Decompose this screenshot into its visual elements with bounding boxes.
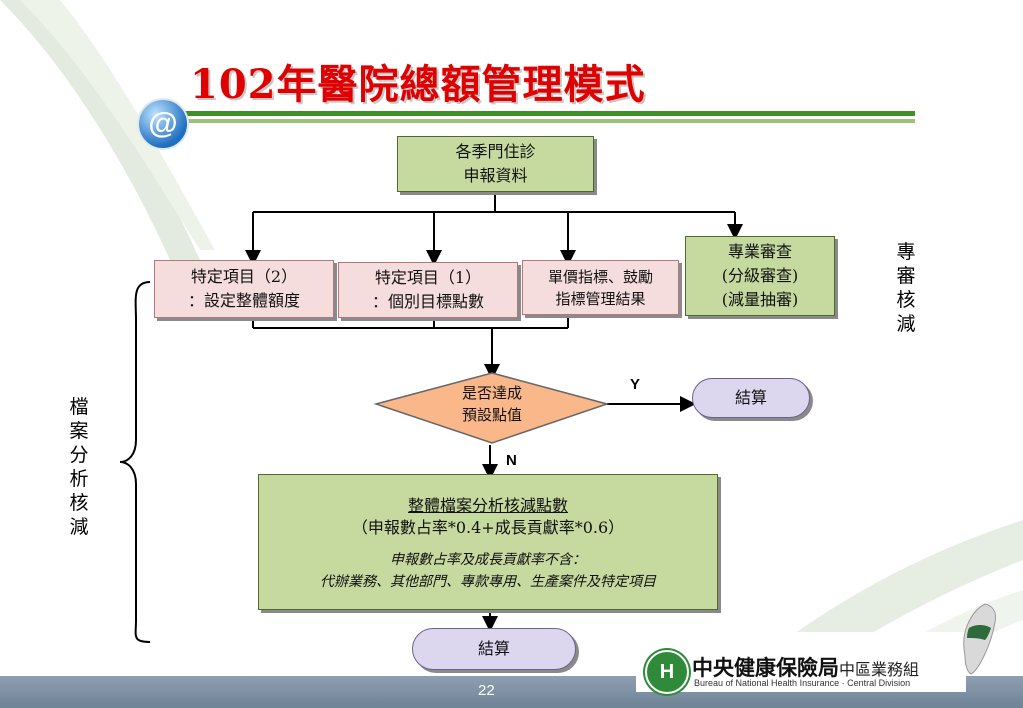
nhi-logo-icon: H (645, 650, 689, 694)
overall-line3: 申報數占率及成長貢獻率不含： (390, 552, 586, 568)
decision-line2: 預設點值 (461, 406, 522, 424)
side-label-right: 專 審 核 減 (896, 241, 916, 335)
decision-text: 是否達成 預設點值 (420, 382, 564, 426)
unit-price-line2: 指標管理結果 (555, 289, 646, 308)
organization-name: 中央健康保險局中區業務組 (692, 656, 920, 680)
professional-review-line3: (減量抽審) (721, 290, 799, 309)
specific-item-1-box: 特定項目（1） ：個別目標點數 (338, 262, 518, 318)
specific-item-1-line1: 特定項目（1） (374, 268, 482, 287)
decision-diamond (373, 372, 610, 444)
overall-line4: 代辦業務、其他部門、專款專用、生產案件及特定項目 (320, 574, 656, 590)
title-underline (185, 111, 915, 116)
no-label: N (506, 452, 517, 469)
overall-analysis-box: 整體檔案分析核減點數 （申報數占率*0.4+成長貢獻率*0.6） 申報數占率及成… (258, 474, 718, 610)
professional-review-line2: (分級審查) (721, 266, 799, 285)
side-label-left: 檔 案 分 析 核 減 (69, 396, 89, 538)
taiwan-map-icon (963, 603, 996, 675)
overall-line2: （申報數占率*0.4+成長貢獻率*0.6） (351, 518, 625, 537)
specific-item-2-line2: ：設定整體額度 (187, 291, 300, 310)
logo-area (636, 632, 966, 692)
decision-line1: 是否達成 (461, 384, 522, 402)
title-underline-light (185, 119, 915, 123)
specific-item-1-line2: ：個別目標點數 (371, 292, 484, 311)
professional-review-box: 專業審查 (分級審查) (減量抽審) (685, 236, 835, 316)
quarterly-claims-line1: 各季門住診 (455, 142, 536, 161)
quarterly-claims-box: 各季門住診 申報資料 (397, 136, 594, 192)
settlement-pill-right: 結算 (692, 378, 810, 418)
overall-line1: 整體檔案分析核減點數 (407, 496, 568, 515)
at-sign-icon: @ (137, 98, 189, 150)
yes-label: Y (630, 376, 641, 393)
unit-price-box: 單價指標、鼓勵 指標管理結果 (522, 260, 679, 315)
settlement-pill-bottom: 結算 (412, 628, 576, 670)
quarterly-claims-line2: 申報資料 (463, 166, 528, 185)
professional-review-line1: 專業審查 (727, 242, 792, 261)
specific-item-2-box: 特定項目（2） ：設定整體額度 (154, 260, 334, 318)
page-number: 22 (478, 682, 495, 699)
specific-item-2-line1: 特定項目（2） (190, 267, 298, 286)
organization-english: Bureau of National Health Insurance · Ce… (694, 678, 911, 688)
unit-price-line1: 單價指標、鼓勵 (547, 267, 653, 286)
page-title: 102年醫院總額管理模式 (190, 61, 646, 108)
